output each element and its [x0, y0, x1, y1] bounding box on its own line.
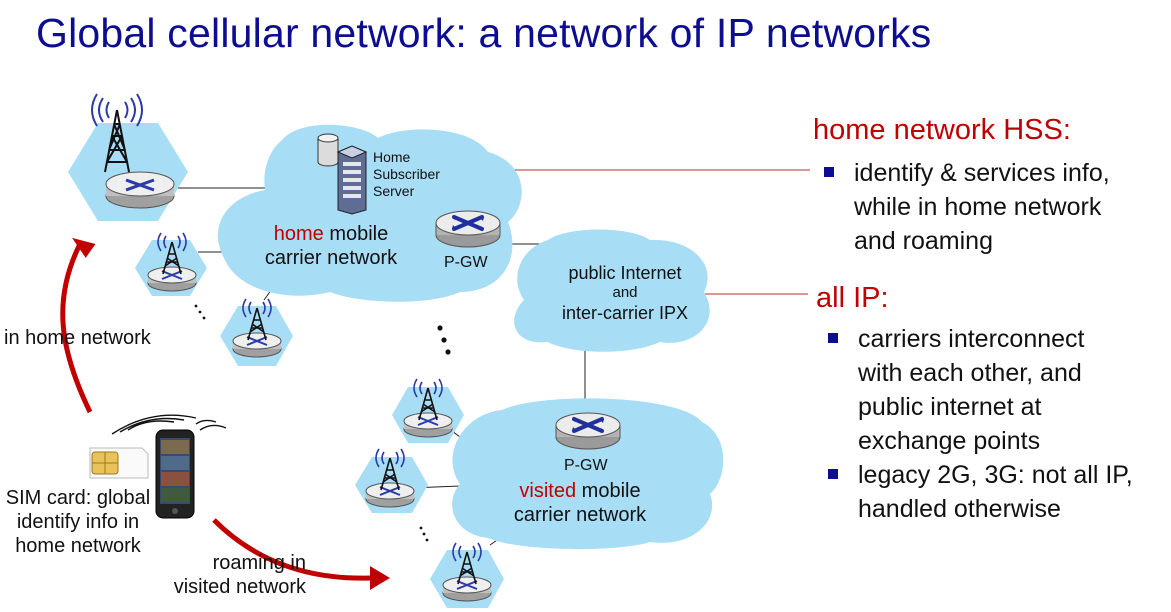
in-home-network-label: in home network	[4, 327, 151, 349]
bullet-item: carriers interconnect with each other, a…	[822, 322, 1133, 458]
visited-highlight: visited	[519, 480, 577, 502]
bullet-item: legacy 2G, 3G: not all IP, handled other…	[822, 458, 1133, 526]
ip-bullets: carriers interconnect with each other, a…	[822, 322, 1133, 526]
hss-server-icon	[317, 133, 368, 215]
hss-label: Home Subscriber Server	[373, 149, 440, 199]
base-station-icon	[105, 171, 175, 209]
smartphone-icon	[155, 429, 195, 519]
home-carrier-cloud	[217, 124, 522, 302]
visited-pgw-label: P-GW	[564, 457, 608, 474]
all-ip-heading: all IP:	[816, 282, 889, 314]
home-highlight: home	[273, 223, 324, 245]
visited-carrier-label: visited mobile carrier network	[513, 480, 647, 526]
home-carrier-label: home mobile carrier network	[264, 223, 398, 269]
sim-card-label: SIM card: global identify info in home n…	[5, 487, 151, 557]
more-cells-dots	[194, 304, 451, 542]
home-pgw-router-icon	[434, 209, 502, 249]
wireless-signal-icon	[111, 414, 227, 435]
arrow-up-icon	[72, 237, 96, 258]
internet-label: public Internet and inter-carrier IPX	[561, 263, 689, 323]
home-pgw-label: P-GW	[444, 254, 488, 271]
visited-pgw-router-icon	[554, 411, 622, 451]
bullet-item: identify & services info, while in home …	[818, 156, 1110, 258]
roaming-label: roaming in visited network	[173, 552, 306, 598]
arrow-right-icon	[370, 566, 390, 590]
hss-heading: home network HSS:	[813, 114, 1071, 146]
hss-bullets: identify & services info, while in home …	[818, 156, 1110, 258]
internet-cloud	[514, 229, 710, 352]
sim-card-icon	[89, 447, 149, 479]
antenna-tower-icon	[91, 93, 143, 173]
page-title: Global cellular network: a network of IP…	[36, 10, 932, 56]
visited-carrier-cloud	[452, 398, 724, 550]
